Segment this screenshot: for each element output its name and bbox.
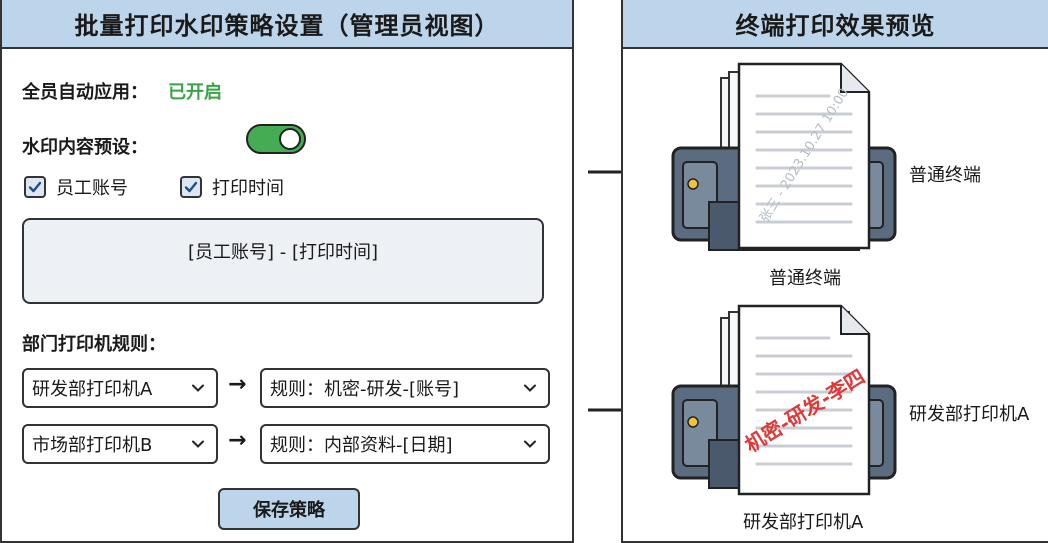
terminal-preview-panel: 终端打印效果预览 张三 - 2023.10.27 10:00 普通终端 普通终端 [621,0,1048,543]
watermark-preview-field[interactable]: [员工账号] - [打印时间] [22,218,544,304]
chevron-down-icon [524,384,536,392]
terminal-caption: 研发部打印机A [743,512,864,533]
checkbox-label: 员工账号 [56,178,128,199]
auto-apply-toggle[interactable] [246,124,306,154]
rule-select-marketing[interactable]: 规则：内部资料-[日期] [260,424,550,464]
checkbox-print-time[interactable]: 打印时间 [180,174,284,200]
checkbox-checked-icon [180,176,202,198]
printer-select-marketing[interactable]: 市场部打印机B [22,424,218,464]
rule-select-rd[interactable]: 规则：机密-研发-[账号] [260,368,550,408]
printer-select-value: 市场部打印机B [32,435,153,456]
admin-panel-title: 批量打印水印策略设置（管理员视图） [2,0,572,49]
content-preset-label: 水印内容预设： [22,137,148,158]
printer-icon [671,62,897,251]
watermark-preview-text: [员工账号] - [打印时间] [187,242,379,263]
admin-settings-panel: 批量打印水印策略设置（管理员视图） 全员自动应用： 已开启 水印内容预设： 员工… [0,0,574,543]
arrow-right-icon: → [228,428,247,453]
terminal-side-label: 研发部打印机A [909,404,1030,425]
chevron-down-icon [192,440,204,448]
terminal-side-label: 普通终端 [909,165,981,186]
auto-apply-status: 已开启 [168,82,222,103]
rule-select-value: 规则：机密-研发-[账号] [270,379,460,400]
printer-icon [671,304,897,496]
chevron-down-icon [524,440,536,448]
chevron-down-icon [192,384,204,392]
checkbox-checked-icon [24,176,46,198]
preview-panel-title: 终端打印效果预览 [623,0,1048,49]
toggle-knob [279,128,301,150]
dept-rules-label: 部门打印机规则： [22,334,166,355]
checkbox-label: 打印时间 [212,178,284,199]
checkbox-employee-account[interactable]: 员工账号 [24,174,128,200]
printer-select-rd[interactable]: 研发部打印机A [22,368,218,408]
printer-select-value: 研发部打印机A [32,379,153,400]
terminal-caption: 普通终端 [769,268,841,289]
arrow-right-icon: → [228,372,247,397]
rule-select-value: 规则：内部资料-[日期] [270,435,453,456]
save-policy-button[interactable]: 保存策略 [218,488,360,530]
auto-apply-label: 全员自动应用： [22,82,148,103]
